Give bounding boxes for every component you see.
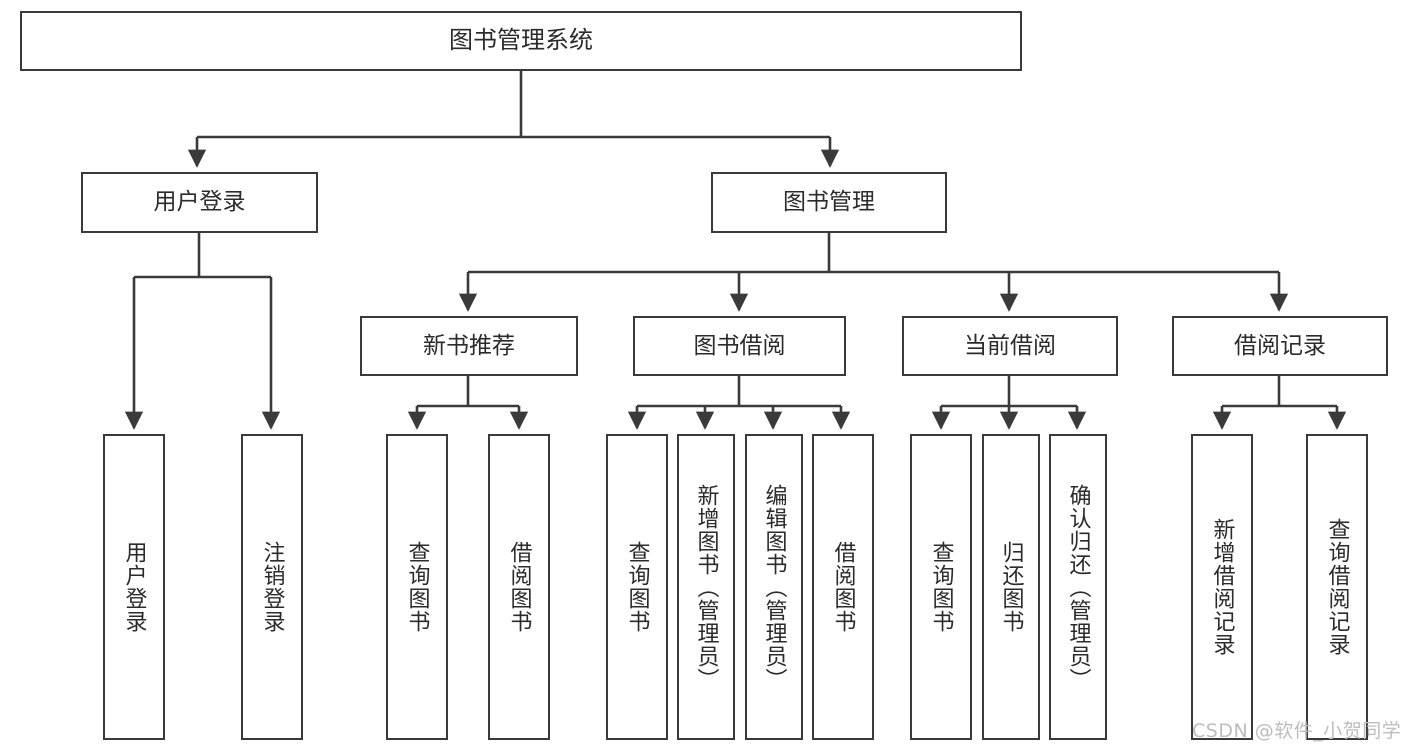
node-leaf-borrow-book-2-label: 借阅图书 (830, 541, 856, 633)
node-new-book-recommend-label: 新书推荐 (423, 332, 515, 359)
node-leaf-edit-book-label: 编辑图书（管理员） (761, 483, 787, 691)
node-leaf-query-record[interactable]: 查询借阅记录 (1306, 434, 1368, 740)
node-leaf-query-book-3[interactable]: 查询图书 (910, 434, 972, 740)
node-leaf-add-record[interactable]: 新增借阅记录 (1191, 434, 1253, 740)
node-borrow-record[interactable]: 借阅记录 (1172, 316, 1388, 376)
node-current-borrow-label: 当前借阅 (964, 332, 1056, 359)
node-user-login[interactable]: 用户登录 (81, 172, 318, 233)
node-leaf-logout-login[interactable]: 注销登录 (241, 434, 303, 740)
node-book-borrow[interactable]: 图书借阅 (633, 316, 846, 376)
node-leaf-return-book[interactable]: 归还图书 (982, 434, 1040, 740)
node-leaf-query-record-label: 查询借阅记录 (1324, 518, 1350, 656)
node-leaf-query-book-2-label: 查询图书 (624, 541, 650, 633)
node-leaf-add-record-label: 新增借阅记录 (1209, 518, 1235, 656)
node-root[interactable]: 图书管理系统 (20, 11, 1022, 71)
node-leaf-query-book-3-label: 查询图书 (928, 541, 954, 633)
node-leaf-borrow-book-2[interactable]: 借阅图书 (812, 434, 874, 740)
node-leaf-user-login[interactable]: 用户登录 (103, 434, 165, 740)
node-leaf-add-book-label: 新增图书（管理员） (693, 483, 719, 691)
node-leaf-user-login-label: 用户登录 (121, 541, 147, 633)
node-current-borrow[interactable]: 当前借阅 (902, 316, 1118, 376)
node-leaf-query-book-1-label: 查询图书 (404, 541, 430, 633)
node-borrow-record-label: 借阅记录 (1234, 332, 1326, 359)
node-leaf-logout-login-label: 注销登录 (259, 541, 285, 633)
node-leaf-borrow-book-1[interactable]: 借阅图书 (488, 434, 550, 740)
node-book-manage-label: 图书管理 (783, 189, 875, 216)
node-leaf-confirm-return-label: 确认归还（管理员） (1065, 483, 1091, 691)
node-leaf-add-book[interactable]: 新增图书（管理员） (677, 434, 735, 740)
node-new-book-recommend[interactable]: 新书推荐 (360, 316, 578, 376)
node-book-borrow-label: 图书借阅 (693, 332, 786, 359)
node-leaf-query-book-2[interactable]: 查询图书 (606, 434, 668, 740)
node-leaf-confirm-return[interactable]: 确认归还（管理员） (1049, 434, 1107, 740)
node-leaf-edit-book[interactable]: 编辑图书（管理员） (745, 434, 803, 740)
node-leaf-return-book-label: 归还图书 (998, 541, 1024, 633)
node-leaf-query-book-1[interactable]: 查询图书 (386, 434, 448, 740)
node-book-manage[interactable]: 图书管理 (711, 172, 947, 233)
node-root-label: 图书管理系统 (449, 26, 593, 55)
node-leaf-borrow-book-1-label: 借阅图书 (506, 541, 532, 633)
node-user-login-label: 用户登录 (153, 189, 246, 216)
